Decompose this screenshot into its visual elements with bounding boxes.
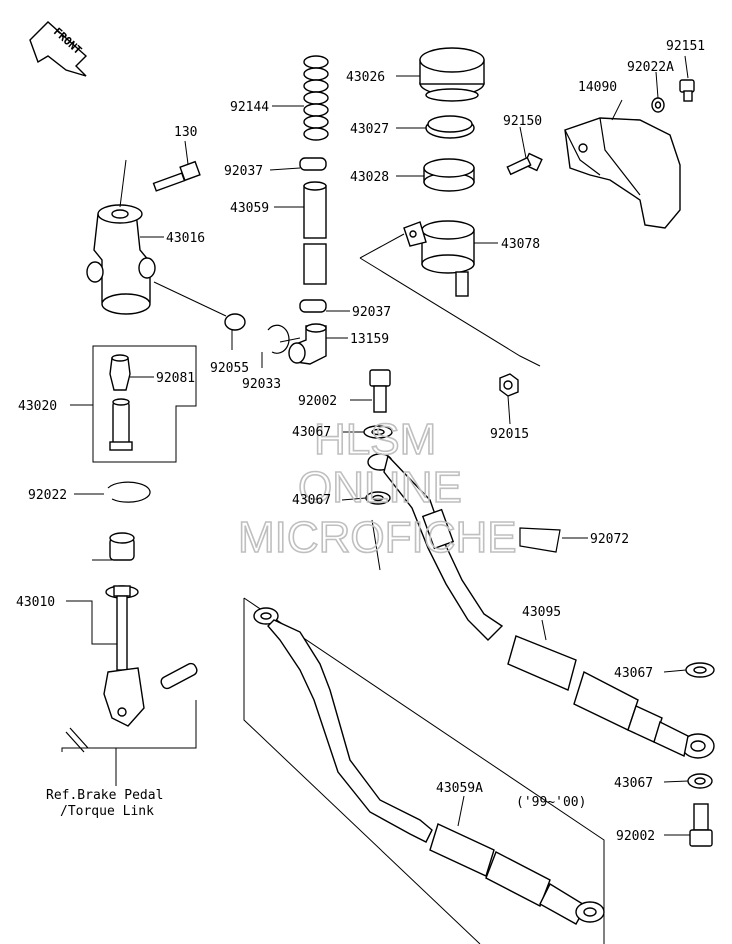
bolt-92150-icon xyxy=(506,152,543,176)
kit-43020-outline xyxy=(92,345,197,463)
front-arrow-icon: FRONT xyxy=(29,21,88,77)
push-rod-43010-icon xyxy=(103,532,145,727)
label-43067-middle: 43067 xyxy=(292,493,331,508)
label-43059: 43059 xyxy=(230,201,269,216)
bolt-92151-icon xyxy=(679,79,695,102)
cotter-pin-icon xyxy=(65,727,89,753)
o-ring-92055-icon xyxy=(224,313,246,331)
label-92022a: 92022A xyxy=(627,60,674,75)
brake-hose-43095-icon xyxy=(367,453,715,759)
label-43016: 43016 xyxy=(166,231,205,246)
label-43026: 43026 xyxy=(346,70,385,85)
banjo-bolt-92002-upper-icon xyxy=(369,369,391,413)
master-cylinder-43016-icon xyxy=(86,204,156,315)
label-92015: 92015 xyxy=(490,427,529,442)
banjo-bolt-92002-lower-icon xyxy=(689,803,713,847)
label-43059a: 43059A xyxy=(436,781,483,796)
clamp-92037-upper-icon xyxy=(299,157,327,171)
label-92002-upper: 92002 xyxy=(298,394,337,409)
spring-92144-icon xyxy=(303,55,329,141)
cup-92081-icon xyxy=(109,354,131,391)
label-43067-upper: 43067 xyxy=(292,425,331,440)
reservoir-cap-43026-icon xyxy=(419,47,485,102)
cover-14090-icon xyxy=(564,117,681,229)
label-13159: 13159 xyxy=(350,332,389,347)
bolt-130-icon xyxy=(152,160,201,192)
fitting-13159-icon xyxy=(288,323,327,365)
label-92037-lower: 92037 xyxy=(352,305,391,320)
reservoir-43078-icon xyxy=(403,220,475,297)
nut-92015-icon xyxy=(499,373,519,397)
pin-icon xyxy=(160,662,198,690)
clamp-92072-icon xyxy=(519,527,561,553)
label-43095: 43095 xyxy=(522,605,561,620)
diaphragm-43028-icon xyxy=(423,158,475,192)
ref-note-line-1: Ref.Brake Pedal xyxy=(46,788,163,803)
label-92033: 92033 xyxy=(242,377,281,392)
watermark-line-3: MICROFICHE xyxy=(238,513,517,562)
watermark: HLSM ONLINE MICROFICHE xyxy=(237,414,517,563)
washer-92022a-icon xyxy=(651,97,665,113)
washer-43067-right-upper-icon xyxy=(685,662,715,678)
label-43020: 43020 xyxy=(18,399,57,414)
label-92150: 92150 xyxy=(503,114,542,129)
washer-43067-upper-icon xyxy=(363,425,393,439)
brake-hose-43059a-icon xyxy=(253,607,605,925)
label-43010: 43010 xyxy=(16,595,55,610)
year-note: ('99~'00) xyxy=(516,795,586,810)
hose-43059-icon xyxy=(303,181,327,285)
label-92081: 92081 xyxy=(156,371,195,386)
watermark-line-1: HLSM xyxy=(314,415,436,464)
clamp-92037-lower-icon xyxy=(299,299,327,313)
washer-43067-right-lower-icon xyxy=(687,773,713,789)
label-43027: 43027 xyxy=(350,122,389,137)
snap-ring-92022-icon xyxy=(107,481,151,503)
label-92072: 92072 xyxy=(590,532,629,547)
label-130: 130 xyxy=(174,125,197,140)
label-43067-right-lower: 43067 xyxy=(614,776,653,791)
plate-43027-icon xyxy=(425,115,475,139)
label-43067-right-upper: 43067 xyxy=(614,666,653,681)
label-92144: 92144 xyxy=(230,100,269,115)
piston-icon xyxy=(109,398,133,451)
label-43078: 43078 xyxy=(501,237,540,252)
label-92151: 92151 xyxy=(666,39,705,54)
leader-lines xyxy=(61,55,690,836)
circlip-92033-icon xyxy=(267,324,290,354)
label-92037-upper: 92037 xyxy=(224,164,263,179)
ref-note-line-2: /Torque Link xyxy=(60,804,154,819)
label-92022: 92022 xyxy=(28,488,67,503)
label-43028: 43028 xyxy=(350,170,389,185)
label-92002-lower: 92002 xyxy=(616,829,655,844)
part-labels: 92151 92022A 14090 43026 92144 130 43027… xyxy=(16,39,705,844)
label-14090: 14090 xyxy=(578,80,617,95)
label-92055: 92055 xyxy=(210,361,249,376)
watermark-line-2: ONLINE xyxy=(298,463,462,512)
